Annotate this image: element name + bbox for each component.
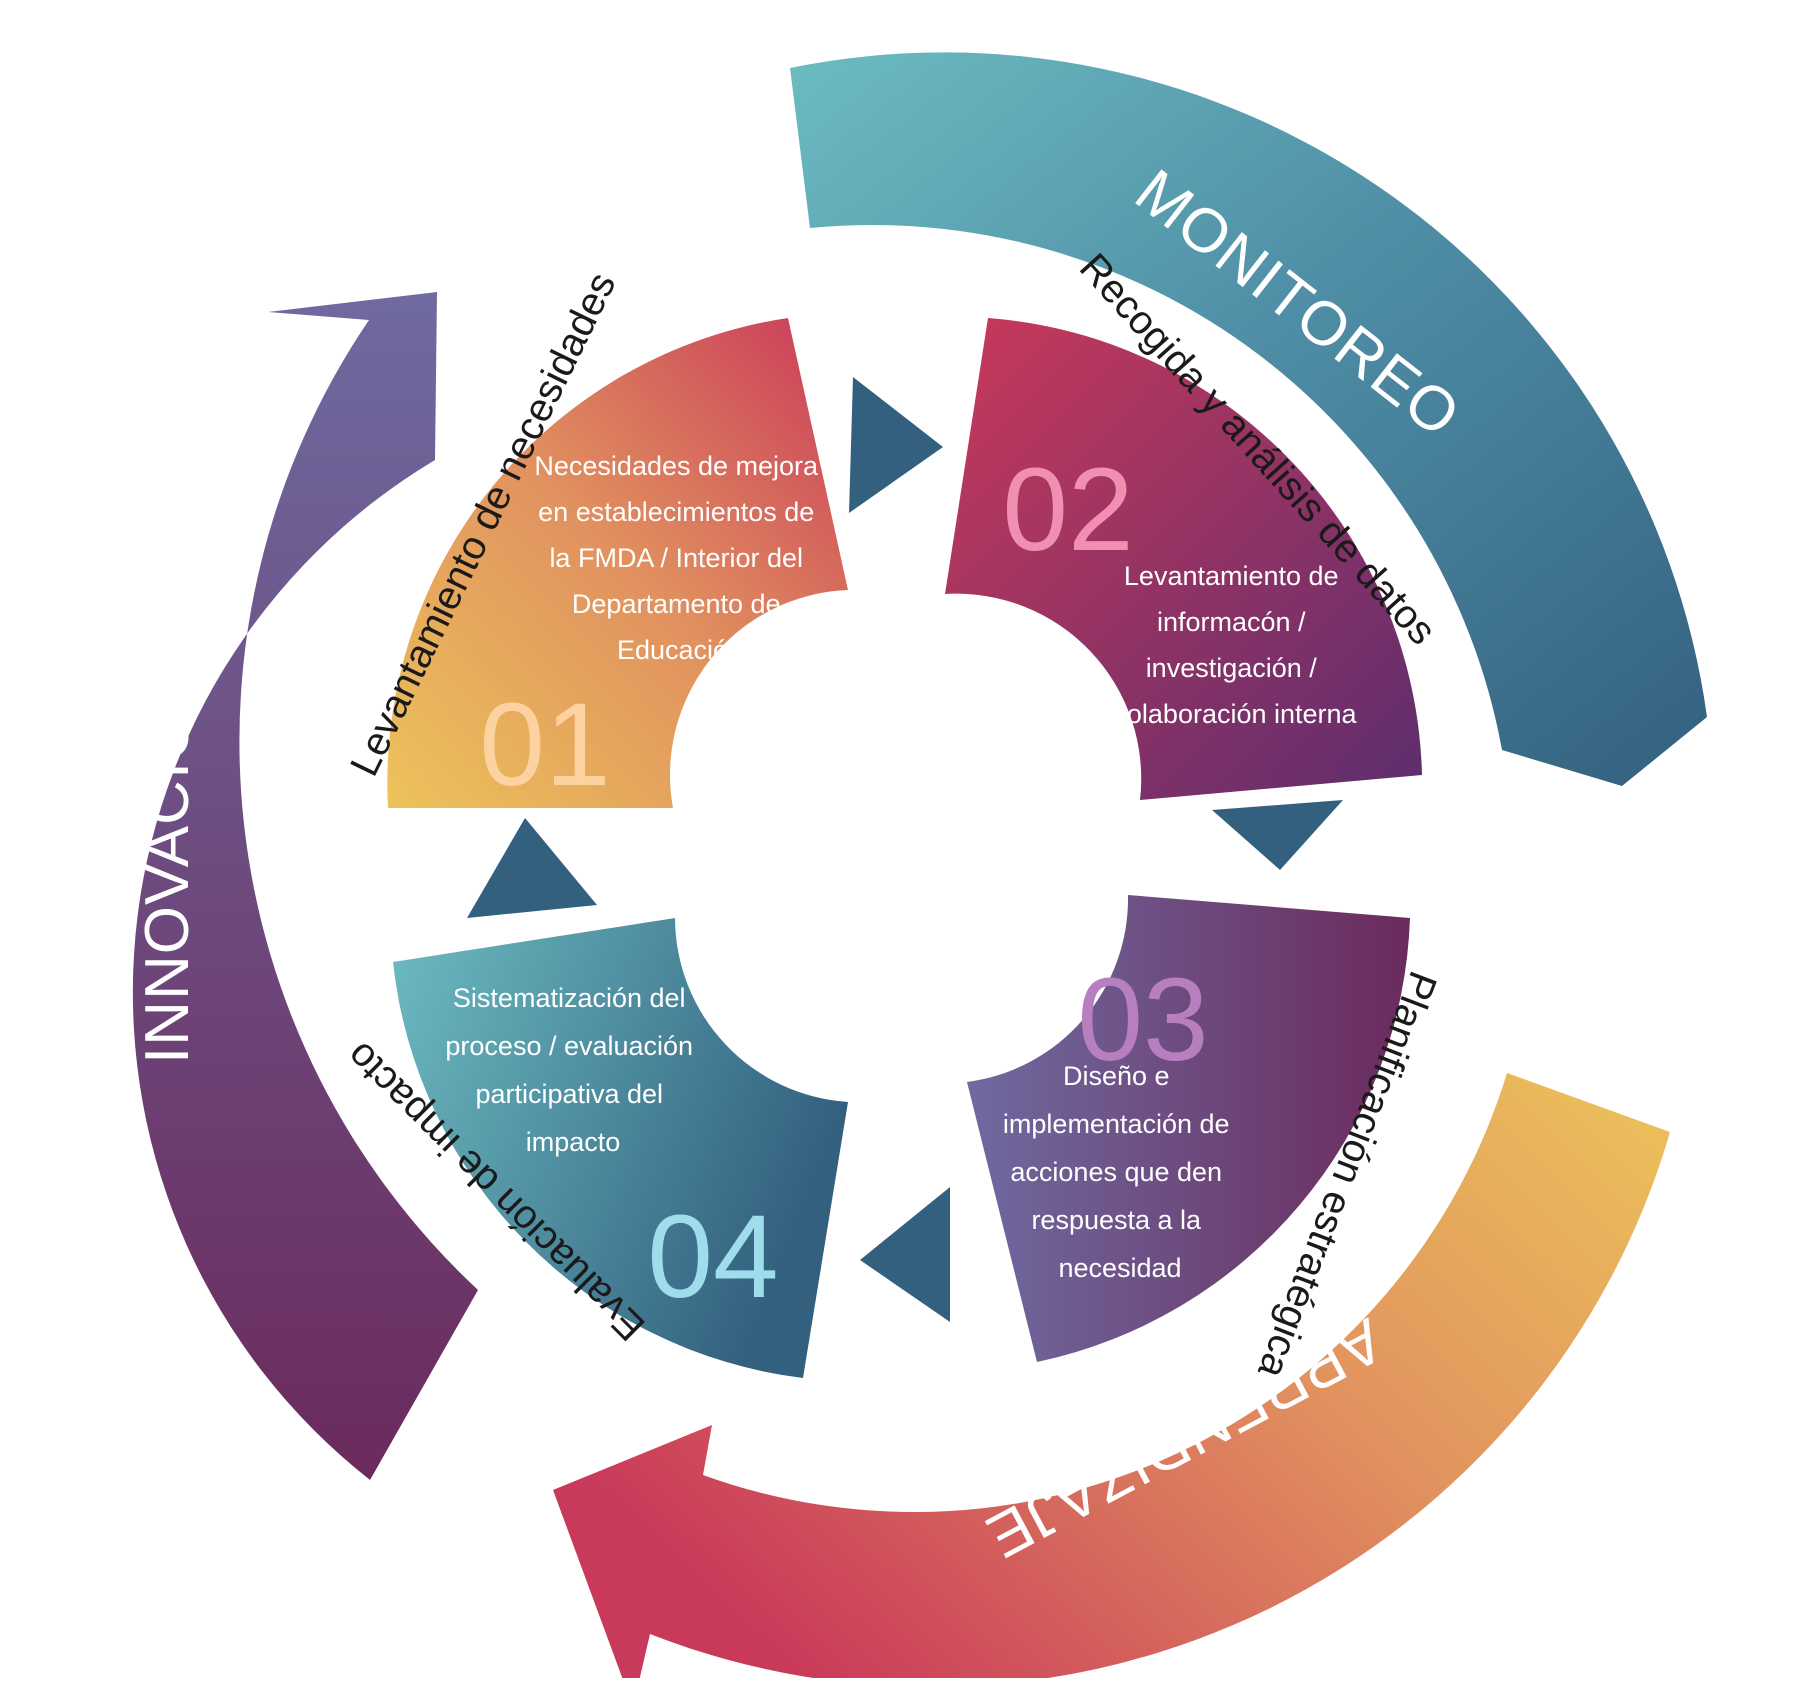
innovacion-label: INNOVACIÓN	[133, 666, 202, 1064]
stage-03-description: Diseño e implementación de acciones que …	[1003, 1061, 1237, 1283]
connector-arrow-4-to-1	[467, 818, 597, 918]
stage-04-number: 04	[647, 1191, 778, 1323]
innovacion-arrow	[132, 292, 479, 1480]
stage-03-segment	[967, 895, 1410, 1362]
stage-02-number: 02	[1002, 444, 1133, 576]
stage-02-segment	[945, 318, 1422, 800]
stage-02-description: Levantamiento de informacón / investigac…	[1113, 561, 1357, 729]
connector-arrow-1-to-2	[849, 377, 943, 513]
stage-04-description: Sistematización del proceso / evaluación…	[445, 983, 700, 1157]
stage-03-number: 03	[1077, 954, 1208, 1086]
connector-arrow-2-to-3	[1212, 800, 1343, 870]
stage-01-segment	[387, 318, 848, 808]
stage-01-number: 01	[479, 679, 610, 811]
stage-01-description: Necesidades de mejora en establecimiento…	[534, 451, 825, 665]
aprendizaje-arrow	[553, 1073, 1670, 1683]
monitoreo-arrow	[790, 52, 1707, 787]
stage-04-segment	[393, 918, 848, 1378]
connector-arrow-3-to-4	[860, 1187, 950, 1322]
